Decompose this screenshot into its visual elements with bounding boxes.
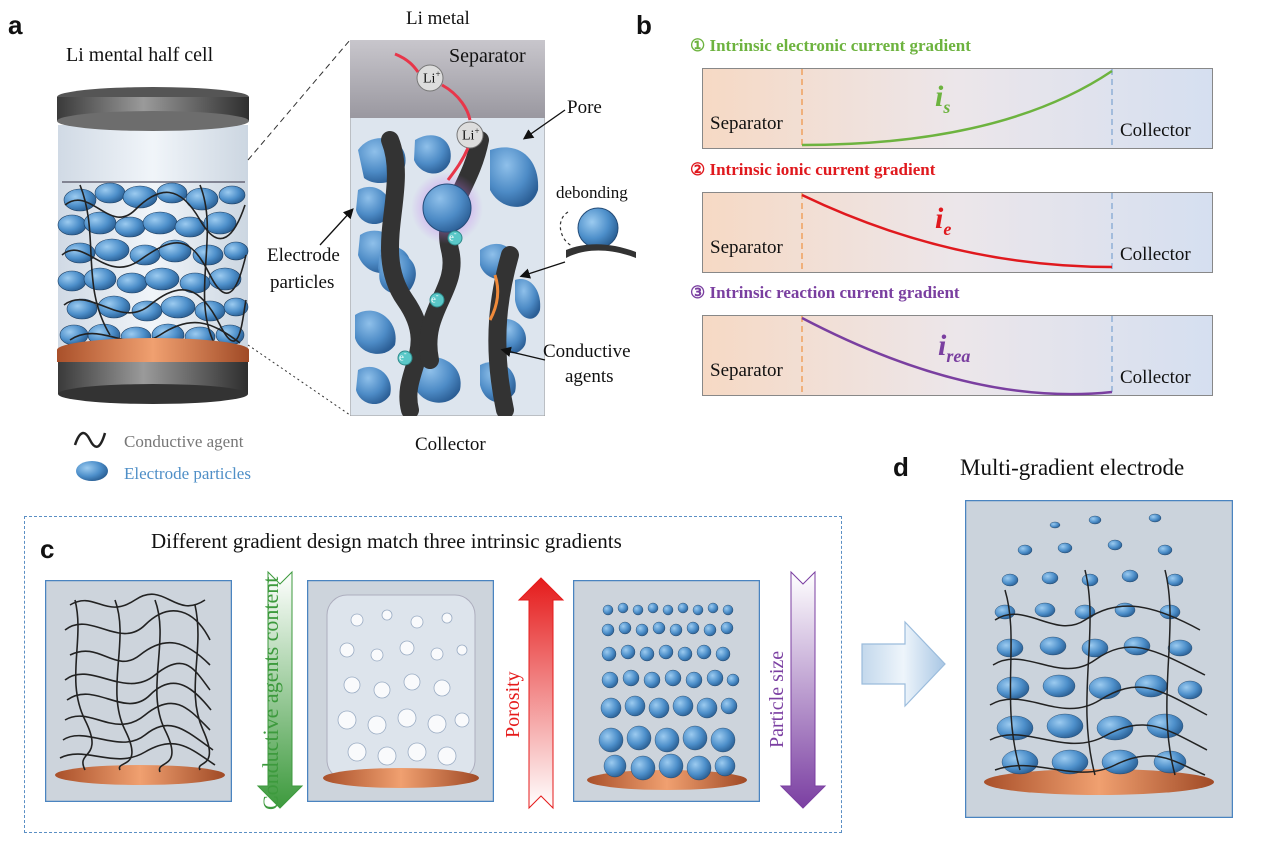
gradient-curve-1 xyxy=(801,69,1113,147)
porosity-image xyxy=(307,580,494,802)
collector-label-3: Collector xyxy=(1120,367,1191,388)
multi-gradient-electrode-image xyxy=(965,500,1233,818)
panel-d-title: Multi-gradient electrode xyxy=(960,455,1185,480)
legend-swatches xyxy=(73,431,108,481)
electrode-particle-swatch xyxy=(76,461,108,481)
panel-label-b: b xyxy=(636,10,652,40)
conductive-network-image xyxy=(45,580,232,802)
separator-label-2: Separator xyxy=(710,237,783,258)
conductive-agents-label-2: agents xyxy=(565,366,614,387)
li-ion-symbol-1: Li+ xyxy=(423,69,441,87)
electrode-zoom-view xyxy=(350,40,545,416)
current-symbol-3: irea xyxy=(938,329,971,366)
panel-c-frame xyxy=(24,516,842,833)
gradient-title-2: ② Intrinsic ionic current gradient xyxy=(690,160,936,179)
pore-label: Pore xyxy=(567,97,602,118)
current-symbol-1: is xyxy=(935,80,951,117)
particle-size-arrow xyxy=(779,570,827,809)
panel-label-c: c xyxy=(40,534,55,564)
li-ion-symbol-2: Li+ xyxy=(462,126,480,144)
gradient-box-3 xyxy=(702,315,1213,396)
legend-electrode-particles: Electrode particles xyxy=(124,464,251,483)
panel-label-d: d xyxy=(893,452,909,482)
electron-symbol-3: e- xyxy=(399,349,407,364)
particle-size-image xyxy=(573,580,760,802)
porosity-arrow xyxy=(517,577,565,810)
conductive-agent-swatch xyxy=(73,431,107,448)
half-cell-illustration xyxy=(57,87,249,404)
li-metal-label: Li metal xyxy=(406,8,470,29)
debonding-label: debonding xyxy=(556,183,628,202)
current-symbol-2: ie xyxy=(935,202,952,239)
gradient-title-3: ③ Intrinsic reaction current gradient xyxy=(690,283,960,302)
gradient-box-1 xyxy=(702,68,1213,149)
collector-label-2: Collector xyxy=(1120,244,1191,265)
particle-size-arrow-label: Particle size xyxy=(766,650,788,748)
electrode-particles-label-1: Electrode xyxy=(267,245,340,266)
combine-arrow xyxy=(861,620,946,708)
electron-symbol-2: e- xyxy=(431,291,439,306)
electrode-particles-label-2: particles xyxy=(270,272,335,293)
collector-label-1: Collector xyxy=(1120,120,1191,141)
electron-symbol-1: e- xyxy=(449,229,457,244)
separator-label-a: Separator xyxy=(449,45,526,67)
conductive-agents-label-1: Conductive xyxy=(543,341,631,362)
gradient-title-1: ① Intrinsic electronic current gradient xyxy=(690,36,971,55)
gradient-curve-3 xyxy=(801,316,1113,396)
legend-conductive-agent: Conductive agent xyxy=(124,432,244,451)
collector-label-a: Collector xyxy=(415,434,486,455)
conductive-agents-arrow-label: Conductive agents content xyxy=(258,576,283,810)
gradient-box-2 xyxy=(702,192,1213,273)
half-cell-title: Li mental half cell xyxy=(66,44,214,66)
separator-label-1: Separator xyxy=(710,113,783,134)
porosity-arrow-label: Porosity xyxy=(502,671,524,738)
separator-label-3: Separator xyxy=(710,360,783,381)
gradient-curve-2 xyxy=(801,193,1113,269)
panel-c-title: Different gradient design match three in… xyxy=(151,529,622,553)
conductive-agents-arrow xyxy=(256,570,304,809)
panel-label-a: a xyxy=(8,10,23,40)
